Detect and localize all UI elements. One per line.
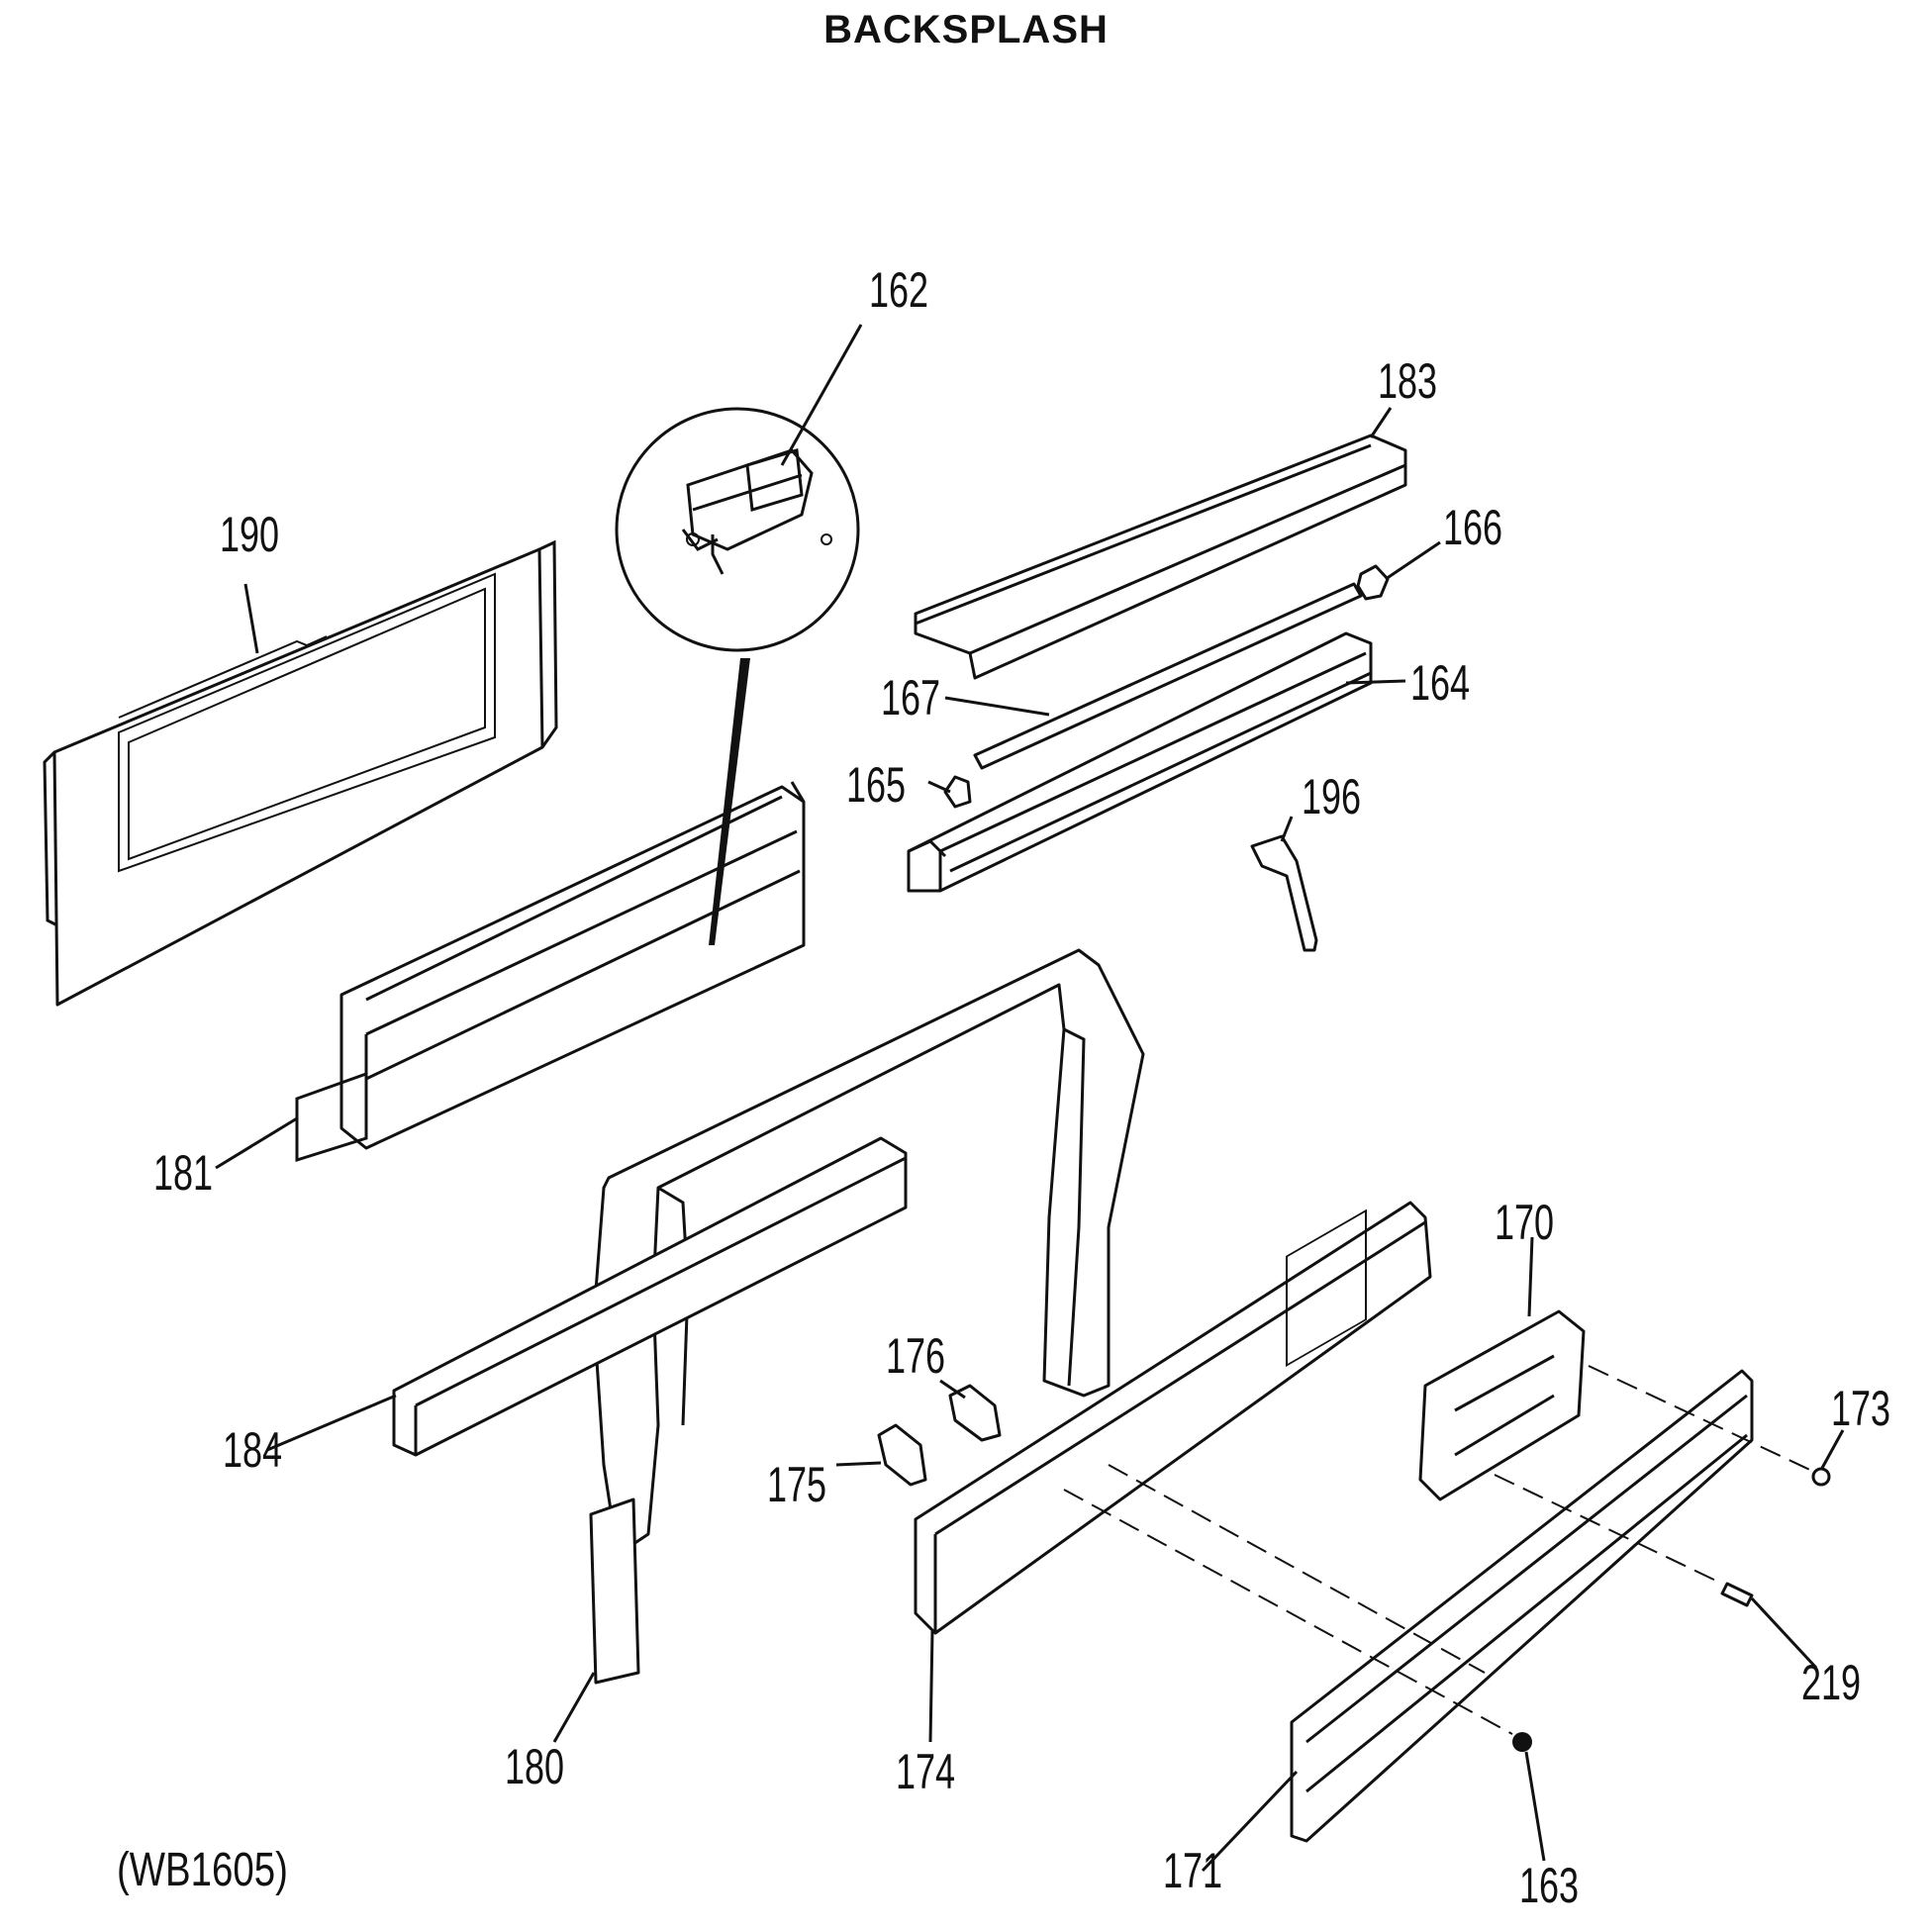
callout-184: 184 bbox=[223, 1422, 283, 1478]
part-switch-175 bbox=[877, 1423, 927, 1487]
callout-171: 171 bbox=[1163, 1843, 1223, 1898]
assembly-line-1 bbox=[1063, 1489, 1513, 1735]
part-switch-176 bbox=[948, 1384, 1002, 1442]
callout-162: 162 bbox=[869, 262, 929, 318]
part-screw-173 bbox=[1811, 1467, 1831, 1487]
part-lamp-holder-right bbox=[1356, 564, 1390, 601]
part-bracket bbox=[1250, 834, 1318, 952]
part-lamp-holder-left bbox=[943, 775, 972, 809]
callout-181: 181 bbox=[153, 1145, 214, 1201]
callout-174: 174 bbox=[896, 1744, 956, 1799]
callout-176: 176 bbox=[886, 1328, 946, 1384]
callout-183: 183 bbox=[1378, 353, 1438, 409]
callout-173: 173 bbox=[1831, 1381, 1891, 1436]
callout-164: 164 bbox=[1410, 655, 1471, 711]
part-clock-timer bbox=[1418, 1309, 1586, 1501]
part-top-trim bbox=[914, 434, 1407, 680]
callout-190: 190 bbox=[220, 507, 280, 562]
part-rear-panel bbox=[43, 539, 558, 1007]
callout-165: 165 bbox=[846, 757, 907, 813]
part-lower-channel bbox=[295, 781, 806, 1163]
part-screw-219 bbox=[1720, 1582, 1754, 1607]
callout-167: 167 bbox=[881, 670, 941, 725]
part-lower-rail bbox=[392, 1136, 908, 1457]
callout-170: 170 bbox=[1495, 1195, 1555, 1250]
model-code: (WB1605) bbox=[117, 1844, 288, 1896]
part-fluorescent-lamp bbox=[973, 582, 1363, 770]
callout-175: 175 bbox=[767, 1457, 827, 1512]
callout-196: 196 bbox=[1302, 769, 1362, 824]
callout-180: 180 bbox=[505, 1739, 565, 1794]
part-switch-magnifier bbox=[615, 407, 860, 945]
part-control-overlay bbox=[1290, 1369, 1754, 1843]
assembly-line-2 bbox=[1108, 1464, 1486, 1674]
assembly-line-3 bbox=[1494, 1474, 1723, 1585]
part-knob-163 bbox=[1512, 1732, 1532, 1752]
assembly-line-4 bbox=[1588, 1365, 1817, 1474]
callout-163: 163 bbox=[1519, 1858, 1580, 1913]
callout-166: 166 bbox=[1443, 500, 1503, 555]
part-control-panel bbox=[914, 1201, 1432, 1635]
diagram-title: BACKSPLASH bbox=[823, 8, 1109, 51]
callout-219: 219 bbox=[1801, 1655, 1862, 1710]
